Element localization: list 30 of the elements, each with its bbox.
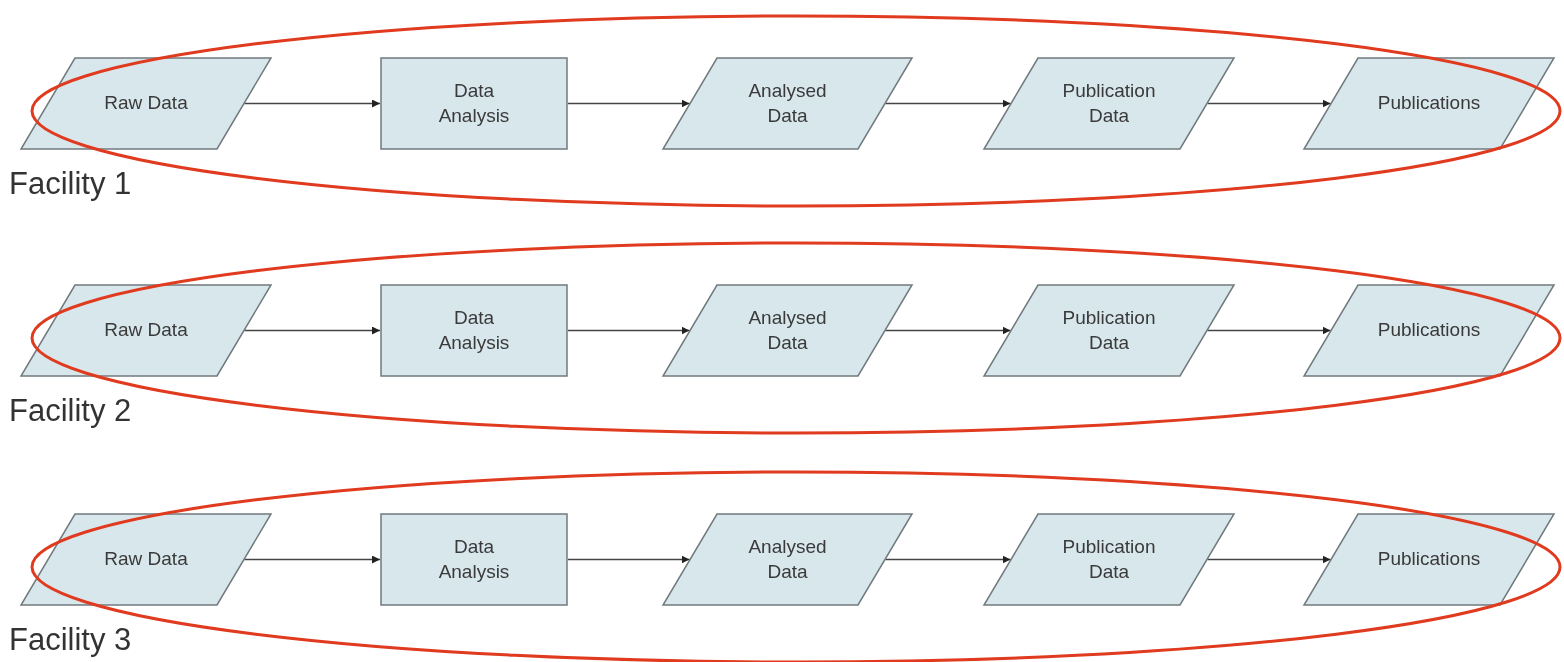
- node-label: Analysed Data: [747, 78, 828, 128]
- arrow: [1206, 326, 1332, 335]
- arrow: [243, 99, 381, 108]
- arrow: [243, 555, 381, 564]
- arrow: [567, 326, 691, 335]
- node-label: Raw Data: [104, 547, 188, 572]
- arrow: [884, 99, 1012, 108]
- node-label: Analysed Data: [747, 305, 828, 355]
- group-label: Facility 3: [9, 622, 132, 658]
- node-label: Data Analysis: [437, 305, 511, 355]
- node-label: Data Analysis: [437, 78, 511, 128]
- node-label: Publication Data: [1061, 78, 1157, 128]
- group-label: Facility 1: [9, 166, 132, 202]
- node-label: Publication Data: [1061, 534, 1157, 584]
- arrow: [567, 99, 691, 108]
- node-label: Publications: [1377, 91, 1481, 116]
- arrow: [567, 555, 691, 564]
- arrow: [1206, 555, 1332, 564]
- node-label: Data Analysis: [437, 534, 511, 584]
- group-label: Facility 2: [9, 393, 132, 429]
- node-label: Analysed Data: [747, 534, 828, 584]
- node-label: Publications: [1377, 318, 1481, 343]
- node-label: Raw Data: [104, 91, 188, 116]
- node-label: Raw Data: [104, 318, 188, 343]
- arrow: [884, 326, 1012, 335]
- arrow: [884, 555, 1012, 564]
- arrow: [243, 326, 381, 335]
- node-label: Publications: [1377, 547, 1481, 572]
- node-label: Publication Data: [1061, 305, 1157, 355]
- arrow: [1206, 99, 1332, 108]
